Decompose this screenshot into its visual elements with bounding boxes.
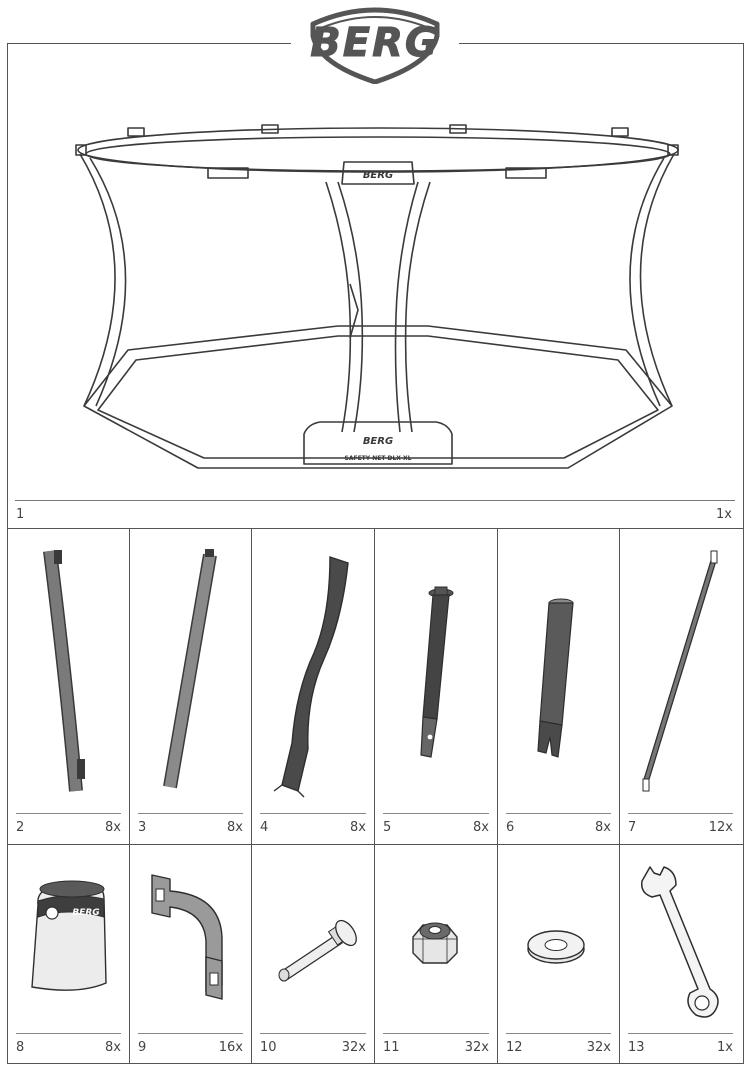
padded-pole-icon [43, 550, 85, 792]
grid-divider-middle [7, 844, 744, 845]
part-number: 6 [506, 820, 515, 835]
wrench-icon [640, 866, 719, 1018]
berg-logo: BERG [291, 2, 459, 85]
part-cell-4: 4 8x [252, 529, 374, 844]
nut-icon [412, 922, 458, 964]
part-number: 3 [138, 820, 147, 835]
part-cell-13: 13 1x [620, 845, 744, 1064]
part-quantity: 8x [105, 820, 121, 835]
main-item-underline [15, 500, 735, 501]
rod-icon [642, 550, 718, 792]
part-cell-12: 12 32x [498, 845, 619, 1064]
part-cell-3: 3 8x [130, 529, 251, 844]
part-number: 11 [383, 1040, 400, 1055]
part-number: 5 [383, 820, 392, 835]
part-number: 7 [628, 820, 637, 835]
entrance-top-label: BERG [363, 170, 393, 181]
part-quantity: 32x [341, 1040, 366, 1055]
pole-cap-icon: BERG [31, 880, 107, 991]
foam-tube-icon [163, 549, 217, 789]
part-quantity: 8x [227, 820, 243, 835]
pole-sleeve-icon [537, 598, 574, 758]
part-quantity: 1x [717, 1040, 733, 1055]
part-quantity: 8x [105, 1040, 121, 1055]
cap-logo: BERG [72, 908, 99, 918]
main-item-quantity: 1x [716, 507, 732, 522]
grid-col-divider-4 [497, 528, 498, 1064]
part-quantity: 32x [586, 1040, 611, 1055]
part-number: 4 [260, 820, 269, 835]
safety-net-illustration: BERG BERG SAFETY NET DLX XL [8, 88, 743, 498]
grid-col-divider-5 [619, 528, 620, 1064]
bolt-icon [278, 919, 357, 982]
lower-pole-icon [420, 586, 454, 758]
part-cell-7: 7 12x [620, 529, 744, 844]
part-quantity: 16x [218, 1040, 243, 1055]
pole-cover-sleeve-icon [273, 556, 349, 798]
part-cell-11: 11 32x [375, 845, 497, 1064]
entrance-bottom-label: SAFETY NET DLX XL [345, 455, 412, 462]
logo-text: BERG [310, 20, 439, 66]
main-item-number: 1 [16, 507, 25, 522]
part-quantity: 12x [708, 820, 733, 835]
part-number: 12 [506, 1040, 523, 1055]
grid-col-divider-2 [251, 528, 252, 1064]
grid-col-divider-3 [374, 528, 375, 1064]
part-quantity: 8x [473, 820, 489, 835]
part-number: 9 [138, 1040, 147, 1055]
part-cell-2: 2 8x [8, 529, 129, 844]
part-number: 10 [260, 1040, 277, 1055]
part-cell-5: 5 8x [375, 529, 497, 844]
part-cell-6: 6 8x [498, 529, 619, 844]
entrance-bottom-logo: BERG [363, 436, 393, 447]
part-cell-9: 9 16x [130, 845, 251, 1064]
part-number: 2 [16, 820, 25, 835]
grid-divider-top [7, 528, 744, 529]
grid-col-divider-1 [129, 528, 130, 1064]
part-cell-8: BERG 8 8x [8, 845, 129, 1064]
part-number: 8 [16, 1040, 25, 1055]
washer-icon [527, 930, 585, 964]
bracket-clamp-icon [151, 874, 223, 1000]
part-quantity: 8x [595, 820, 611, 835]
part-quantity: 8x [350, 820, 366, 835]
part-quantity: 32x [464, 1040, 489, 1055]
part-number: 13 [628, 1040, 645, 1055]
part-cell-10: 10 32x [252, 845, 374, 1064]
